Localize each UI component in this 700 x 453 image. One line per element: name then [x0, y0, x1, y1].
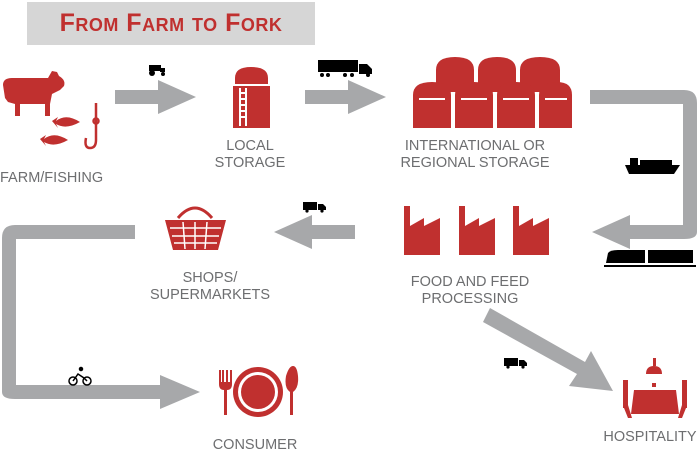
arrow-processing-to-shops [274, 215, 355, 249]
label-consumer: CONSUMER [212, 437, 298, 453]
bicycle-icon [68, 366, 92, 386]
label-shops: SHOPS/ SUPERMARKETS [149, 270, 271, 303]
ship-icon [625, 158, 680, 174]
plate-cutlery-icon [219, 366, 299, 417]
label-processing: FOOD AND FEED PROCESSING [410, 274, 530, 307]
arrow-processing-to-hospitality [483, 308, 613, 391]
factory-icon [404, 206, 549, 255]
fishing-hook-icon [84, 103, 100, 150]
label-local-storage: LOCAL STORAGE [214, 138, 286, 171]
shopping-basket-icon [165, 206, 226, 250]
warehouse-icon [413, 57, 572, 128]
label-farm-fishing: FARM/FISHING [0, 170, 104, 186]
tractor-icon [149, 65, 165, 76]
arrow-shops-to-consumer [2, 225, 200, 409]
silo-icon [233, 67, 270, 128]
truck-icon [318, 60, 372, 77]
label-hospitality: HOSPITALITY [603, 429, 697, 445]
arrow-intl-to-processing [590, 90, 697, 249]
arrow-farm-to-local [115, 80, 196, 114]
fish-icon [40, 117, 80, 146]
label-international-storage: INTERNATIONAL OR REGIONAL STORAGE [400, 138, 550, 171]
cow-icon [3, 71, 65, 116]
page-title: From Farm to Fork [59, 9, 283, 37]
flow-arrows [2, 80, 697, 409]
train-icon [604, 250, 696, 267]
title-banner: From Farm to Fork [27, 2, 315, 45]
van-icon [303, 202, 326, 213]
restaurant-table-icon [623, 358, 687, 418]
arrow-local-to-intl [305, 80, 386, 114]
van-icon [504, 358, 527, 369]
